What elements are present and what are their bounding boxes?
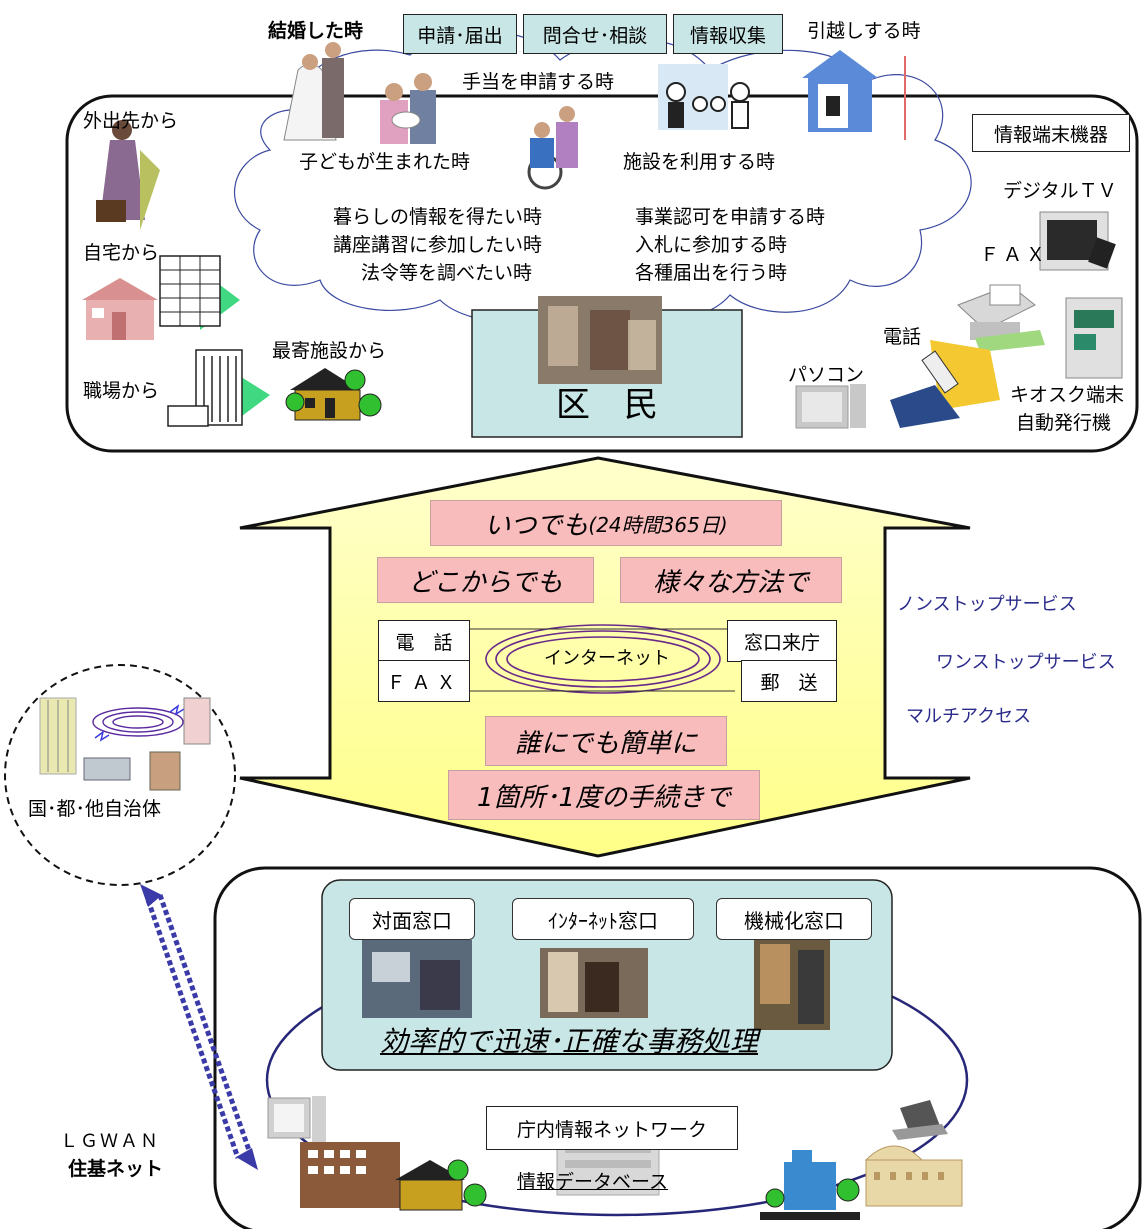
place-work: 職場から (83, 380, 160, 402)
lgwan-arrow (145, 894, 253, 1159)
moving-house-figure (802, 50, 906, 140)
channel-mail: 郵 送 (741, 660, 837, 702)
channel-phone: 電 話 (378, 620, 470, 662)
apartment-figure (159, 255, 240, 330)
internet-rings (485, 624, 721, 694)
easy-box: 誰にでも簡単に (485, 716, 727, 766)
anytime-label: いつでも (484, 510, 589, 541)
event-course: 講座講習に参加したい時 (333, 234, 543, 256)
event-moving: 引越しする時 (807, 20, 921, 42)
device-phone: 電話 (883, 326, 922, 348)
top-frame (65, 94, 1139, 453)
one-stop-box: 1箇所･1度の手続きで (448, 770, 760, 820)
anytime-box: いつでも (24時間365日) (430, 500, 782, 546)
event-birth: 子どもが生まれた時 (299, 151, 471, 173)
database-label: 情報データベース (517, 1171, 669, 1193)
digital-tv-figure (1039, 211, 1116, 271)
facility-figure (285, 368, 382, 421)
service-multi: マルチアクセス (906, 706, 1032, 727)
counter-internet: ｲﾝﾀｰﾈｯﾄ窓口 (512, 898, 694, 940)
efficient-label: 効率的で迅速･正確な事務処理 (380, 1025, 759, 1058)
museum-figure (864, 1145, 963, 1207)
various-box: 様々な方法で (620, 557, 842, 603)
channel-fax: ＦＡＸ (378, 660, 470, 702)
residents-label: 区 民 (556, 385, 658, 425)
city-hall-figure (300, 1142, 487, 1211)
lgwan-label: ＬＧＷＡＮ (60, 1131, 160, 1152)
gov-network-rings (92, 707, 184, 737)
device-kiosk-2: 自動発行機 (1016, 412, 1112, 434)
place-home: 自宅から (83, 242, 160, 264)
service-onestop: ワンストップサービス (936, 652, 1116, 673)
wedding-figure (283, 42, 344, 141)
tab-application[interactable]: 申請･届出 (403, 14, 517, 54)
counter-machine: 機械化窓口 (716, 898, 872, 940)
device-digital-tv: デジタルＴＶ (1003, 180, 1117, 202)
devices-title: 情報端末機器 (972, 114, 1130, 152)
gov-label: 国･都･他自治体 (28, 798, 162, 820)
device-pc: パソコン (788, 364, 865, 386)
phone-figure (890, 340, 1000, 428)
service-nonstop: ノンストップサービス (897, 594, 1077, 615)
library-figure (760, 1150, 860, 1220)
place-outside: 外出先から (83, 110, 179, 132)
anytime-sub-label: (24時間365日) (588, 512, 728, 537)
newborn-figure (380, 73, 436, 144)
fax-figure (957, 284, 1045, 352)
house-figure (82, 278, 158, 340)
tab-info-collect[interactable]: 情報収集 (673, 14, 783, 54)
network-label: 庁内情報ネットワーク (486, 1106, 738, 1150)
businesswoman-figure (96, 120, 160, 230)
gov-buildings-figure (39, 697, 211, 791)
bottom-pc-figure (267, 1096, 326, 1142)
event-notice: 各種届出を行う時 (635, 262, 788, 284)
pc-figure (795, 384, 866, 429)
event-life-info: 暮らしの情報を得たい時 (333, 206, 543, 228)
wheelchair-figure (527, 106, 578, 190)
channel-visit: 窓口来庁 (727, 620, 837, 662)
event-allowance: 手当を申請する時 (462, 71, 615, 93)
event-law: 法令等を調べたい時 (361, 262, 533, 284)
anywhere-box: どこからでも (377, 557, 594, 603)
device-fax: ＦＡＸ (980, 244, 1050, 266)
channel-internet: インターネット (544, 648, 670, 669)
tab-inquiry[interactable]: 問合せ･相談 (523, 14, 667, 54)
kiosk-figure (1065, 297, 1123, 379)
event-marriage: 結婚した時 (268, 20, 364, 42)
family-figure (658, 64, 750, 130)
counter-face-to-face: 対面窓口 (349, 898, 475, 940)
juki-label: 住基ネット (68, 1158, 164, 1180)
office-tower-figure (167, 349, 270, 427)
event-business: 事業認可を申請する時 (635, 206, 826, 228)
event-facility-use: 施設を利用する時 (623, 151, 776, 173)
event-bid: 入札に参加する時 (635, 234, 788, 256)
device-kiosk: キオスク端末 (1010, 384, 1125, 406)
place-nearest: 最寄施設から (272, 340, 387, 362)
laptop-figure (892, 1100, 948, 1140)
